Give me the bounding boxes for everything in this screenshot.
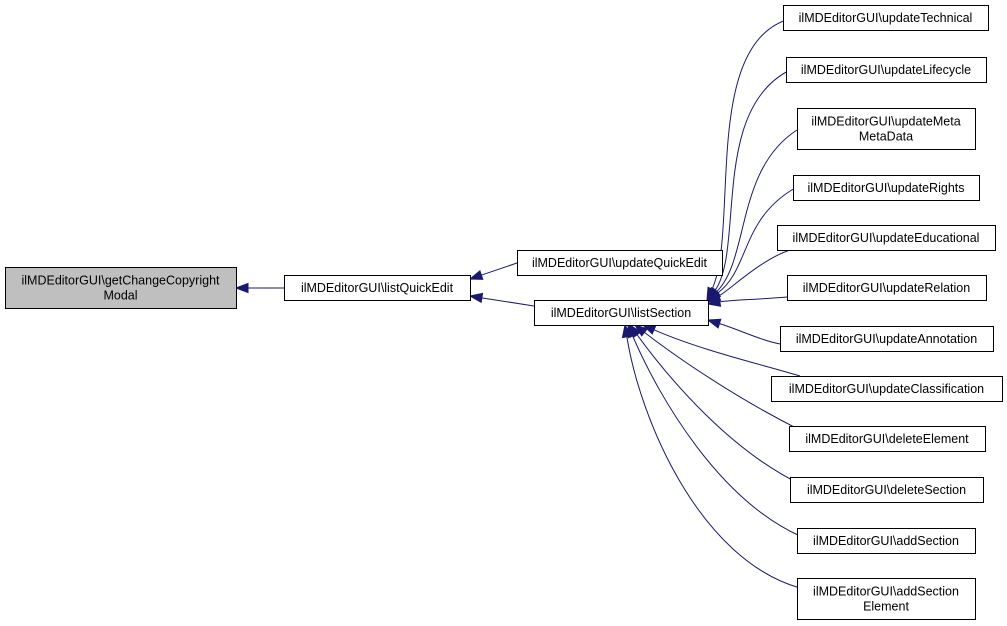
arrowhead-listSection-to-listQuickEdit	[468, 292, 484, 304]
edge-updateQuickEdit-to-listQuickEdit	[480, 262, 518, 276]
edge-updateRelation-to-listSection	[718, 296, 788, 303]
arrowhead-updateAnnotation-to-listSection	[706, 318, 722, 329]
node-addSection[interactable]: ilMDEditorGUI\addSection	[797, 528, 976, 554]
arrowhead-updateRelation-to-listSection	[706, 296, 722, 307]
node-listQuickEdit[interactable]: ilMDEditorGUI\listQuickEdit	[284, 275, 471, 301]
node-updateTechnical[interactable]: ilMDEditorGUI\updateTechnical	[783, 5, 989, 31]
edge-updateEducational-to-listSection	[717, 249, 791, 298]
node-label-updateLifecycle-line0: ilMDEditorGUI\updateLifecycle	[801, 63, 971, 77]
node-box-updateMetaMetaData	[797, 108, 976, 150]
node-label-getChangeCopyrightModal-line0: ilMDEditorGUI\getChangeCopyright	[21, 274, 220, 288]
node-box-updateRights	[793, 175, 980, 201]
node-updateClassification[interactable]: ilMDEditorGUI\updateClassification	[771, 376, 1003, 402]
node-label-getChangeCopyrightModal-line1: Modal	[103, 289, 137, 303]
arrowhead-addSectionElement-to-listSection	[621, 323, 633, 339]
node-label-updateQuickEdit-line0: ilMDEditorGUI\updateQuickEdit	[532, 256, 708, 270]
node-box-updateEducational	[777, 225, 996, 251]
node-label-listSection-line0: ilMDEditorGUI\listSection	[551, 306, 691, 320]
node-box-updateTechnical	[783, 5, 989, 31]
node-updateRights[interactable]: ilMDEditorGUI\updateRights	[793, 175, 980, 201]
node-label-addSectionElement-line1: Element	[863, 600, 909, 614]
node-box-getChangeCopyrightModal	[5, 267, 237, 309]
node-updateRelation[interactable]: ilMDEditorGUI\updateRelation	[787, 275, 987, 301]
node-updateEducational[interactable]: ilMDEditorGUI\updateEducational	[777, 225, 996, 251]
node-updateQuickEdit[interactable]: ilMDEditorGUI\updateQuickEdit	[517, 250, 723, 276]
node-updateAnnotation[interactable]: ilMDEditorGUI\updateAnnotation	[780, 326, 994, 352]
node-box-updateQuickEdit	[517, 250, 723, 276]
node-label-updateClassification-line0: ilMDEditorGUI\updateClassification	[789, 382, 984, 396]
node-deleteElement[interactable]: ilMDEditorGUI\deleteElement	[789, 426, 986, 452]
edge-listSection-to-listQuickEdit	[480, 297, 535, 307]
arrowhead-listQuickEdit-to-getChangeCopyrightModal	[234, 282, 249, 294]
node-label-updateTechnical-line0: ilMDEditorGUI\updateTechnical	[799, 11, 973, 25]
node-label-deleteElement-line0: ilMDEditorGUI\deleteElement	[805, 432, 969, 446]
node-box-addSection	[797, 528, 976, 554]
edge-updateClassification-to-listSection	[652, 328, 801, 377]
node-label-deleteSection-line0: ilMDEditorGUI\deleteSection	[807, 483, 966, 497]
edge-updateAnnotation-to-listSection	[718, 322, 781, 345]
edge-addSectionElement-to-listSection	[626, 335, 801, 589]
node-box-deleteElement	[789, 426, 986, 452]
node-updateLifecycle[interactable]: ilMDEditorGUI\updateLifecycle	[786, 57, 987, 83]
node-label-listQuickEdit-line0: ilMDEditorGUI\listQuickEdit	[301, 281, 454, 295]
node-label-updateAnnotation-line0: ilMDEditorGUI\updateAnnotation	[796, 332, 977, 346]
edges-layer	[234, 17, 801, 589]
node-label-addSection-line0: ilMDEditorGUI\addSection	[813, 534, 959, 548]
nodes-layer: ilMDEditorGUI\getChangeCopyrightModalilM…	[5, 5, 1003, 620]
edge-deleteElement-to-listSection	[643, 331, 801, 431]
arrowhead-updateQuickEdit-to-listQuickEdit	[468, 270, 484, 280]
node-box-updateLifecycle	[786, 57, 987, 83]
node-listSection[interactable]: ilMDEditorGUI\listSection	[534, 300, 709, 326]
node-box-deleteSection	[790, 477, 984, 503]
node-box-updateClassification	[771, 376, 1003, 402]
node-label-updateMetaMetaData-line1: MetaData	[859, 130, 913, 144]
node-label-updateEducational-line0: ilMDEditorGUI\updateEducational	[793, 231, 980, 245]
edge-updateRights-to-listSection	[716, 187, 796, 295]
node-box-addSectionElement	[797, 578, 976, 620]
edge-updateMetaMetaData-to-listSection	[715, 129, 798, 293]
edge-deleteSection-to-listSection	[636, 333, 801, 485]
node-box-listQuickEdit	[284, 275, 471, 301]
node-label-updateMetaMetaData-line0: ilMDEditorGUI\updateMeta	[811, 115, 960, 129]
edge-updateLifecycle-to-listSection	[714, 69, 791, 292]
node-label-updateRights-line0: ilMDEditorGUI\updateRights	[807, 181, 964, 195]
node-box-listSection	[534, 300, 709, 326]
node-label-updateRelation-line0: ilMDEditorGUI\updateRelation	[803, 281, 970, 295]
node-label-addSectionElement-line0: ilMDEditorGUI\addSection	[813, 585, 959, 599]
node-deleteSection[interactable]: ilMDEditorGUI\deleteSection	[790, 477, 984, 503]
edge-addSection-to-listSection	[631, 334, 801, 537]
node-box-updateRelation	[787, 275, 987, 301]
node-box-updateAnnotation	[780, 326, 994, 352]
